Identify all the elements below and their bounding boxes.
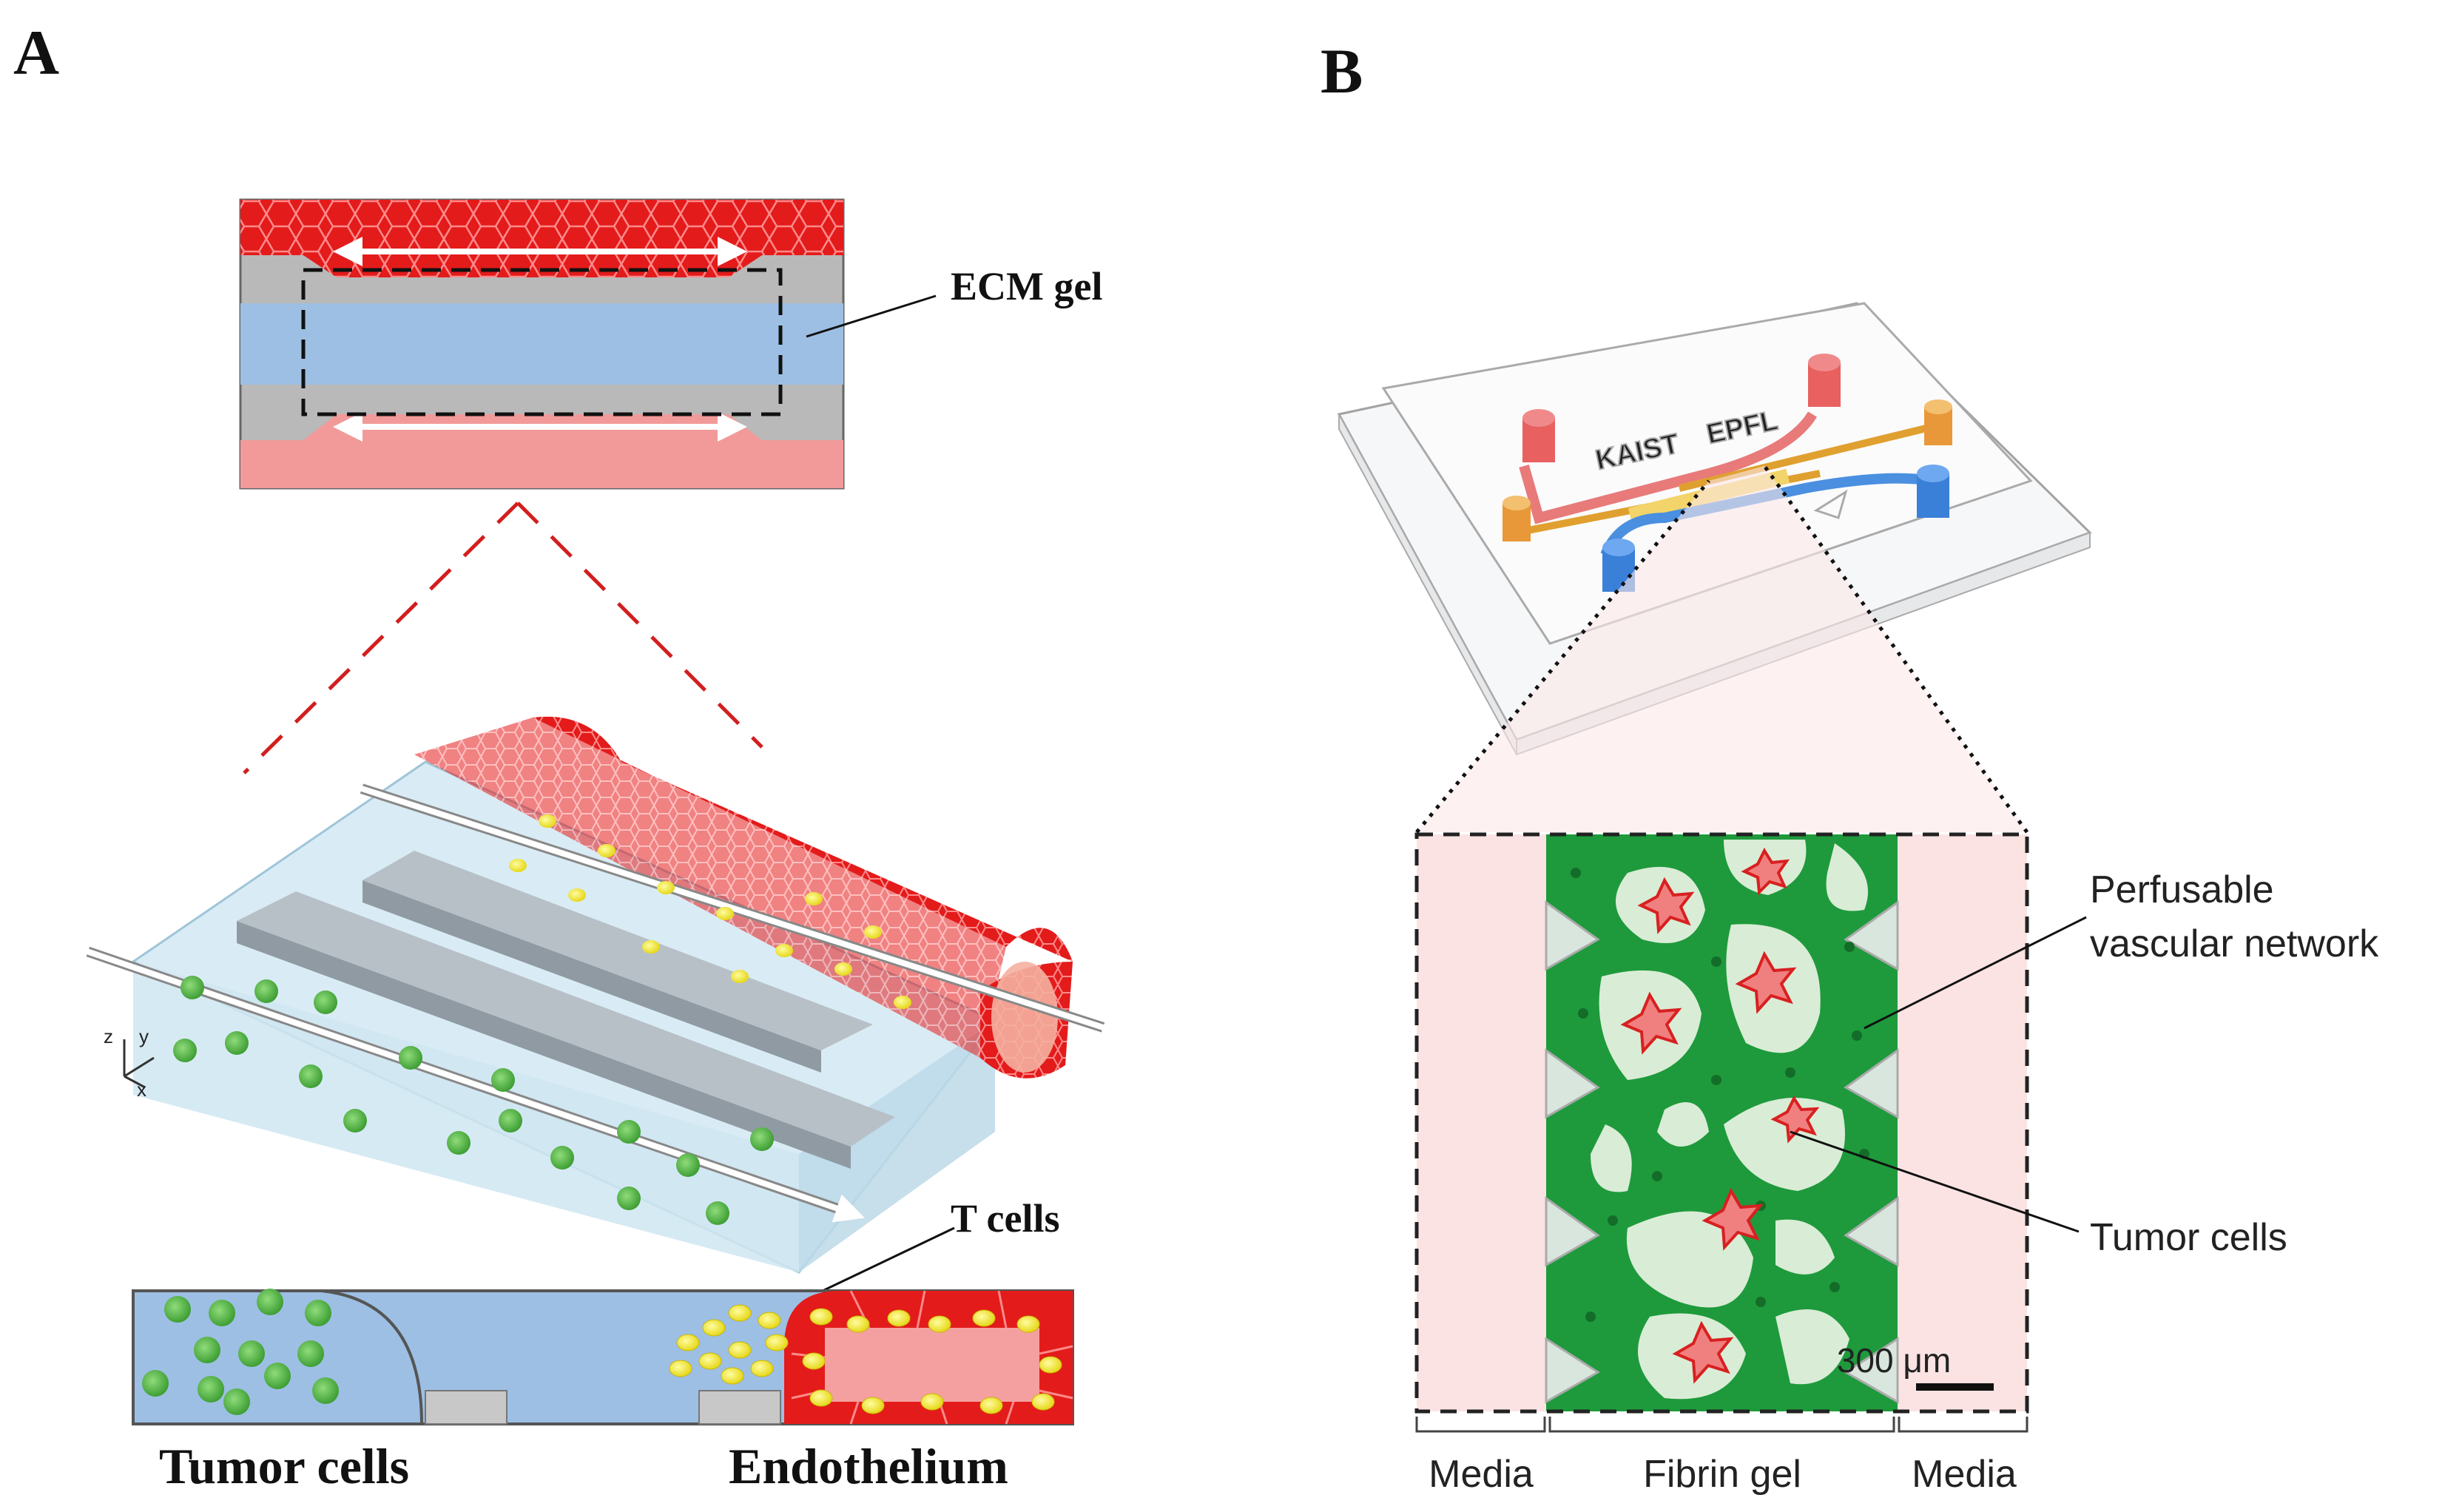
label-media-left: Media bbox=[1429, 1453, 1534, 1496]
scale-bar bbox=[1916, 1383, 1994, 1391]
axis-z-label: z bbox=[104, 1025, 113, 1047]
t-cells-3d bbox=[509, 814, 911, 1009]
media-left-region bbox=[1417, 834, 1546, 1411]
axis-indicator: z y x bbox=[104, 1025, 155, 1101]
ecm-gel-channel bbox=[240, 303, 843, 385]
label-t-cells: T cells bbox=[951, 1196, 1060, 1241]
label-perfusable-line2: vascular network bbox=[2090, 922, 2379, 965]
tumor-cells-3d bbox=[173, 976, 774, 1225]
t-cells-section bbox=[669, 1304, 1062, 1414]
label-ecm-gel: ECM gel bbox=[951, 264, 1102, 308]
chip-top-view bbox=[239, 198, 845, 490]
label-endothelium: Endothelium bbox=[729, 1438, 1008, 1494]
panel-a-letter: A bbox=[13, 17, 59, 88]
axis-x-label: x bbox=[137, 1079, 146, 1101]
scale-bar-label: 300 μm bbox=[1837, 1341, 1951, 1380]
label-media-right: Media bbox=[1912, 1453, 2017, 1496]
label-perfusable-line1: Perfusable bbox=[2090, 868, 2274, 911]
zoom-region-box bbox=[301, 268, 783, 416]
tumor-cells-section bbox=[142, 1289, 339, 1415]
panel-b-letter: B bbox=[1321, 36, 1363, 107]
label-fibrin-gel: Fibrin gel bbox=[1643, 1453, 1801, 1496]
label-tumor-cells-a: Tumor cells bbox=[159, 1438, 409, 1494]
vascular-network-detail bbox=[1414, 832, 2029, 1414]
3d-device-section bbox=[60, 716, 1132, 1274]
label-tumor-cells-b: Tumor cells bbox=[2090, 1216, 2287, 1259]
chip-logo-epfl: EPFL bbox=[1704, 405, 1781, 450]
axis-y-label: y bbox=[139, 1025, 149, 1047]
media-right-region bbox=[1898, 834, 2027, 1411]
